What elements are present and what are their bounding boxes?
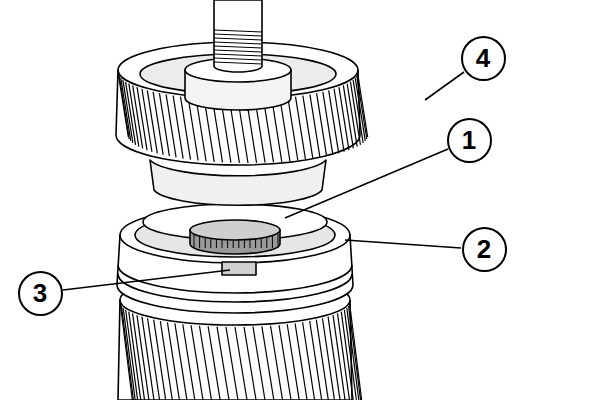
tooth-line [121,78,131,141]
tooth-line [296,97,306,160]
tooth-line [347,308,359,400]
tooth-line [175,323,187,400]
tooth-line [329,90,339,153]
callout-number: 4 [476,43,490,74]
tooth-line [322,318,334,400]
tooth-line [310,321,322,400]
tooth-line [343,85,353,148]
callout-circle: 3 [18,271,63,316]
tooth-line [328,317,340,400]
callout-circle: 4 [461,36,506,81]
thread-line [214,42,262,44]
tooth-line [147,90,157,153]
tooth-line [344,310,356,400]
callout-circle: 1 [447,118,492,163]
tooth-line [126,82,136,145]
sleeve-groove [118,274,352,302]
tooth-line [121,306,133,400]
callout-circle: 2 [462,227,507,272]
tooth-line [334,89,344,152]
synchro-ring [143,204,327,240]
slot-key [222,262,256,275]
thread-line [214,50,262,52]
tooth-line [159,93,169,156]
thread-line [214,58,262,60]
tooth-line [142,89,152,152]
thread-line [214,34,262,36]
callout-number: 2 [477,234,491,265]
thread-line [214,38,262,40]
tooth-line [303,322,315,400]
callout-number: 3 [33,278,47,309]
tooth-line [288,97,298,160]
leader-line [285,149,448,218]
tooth-line [339,87,349,150]
leader-lines [63,72,464,290]
spline-top [190,220,280,240]
thread-line [214,54,262,56]
spline-line [278,234,279,248]
tooth-line [167,322,179,400]
tooth-line [272,99,282,162]
tooth-line [148,318,160,400]
tooth-line [118,74,128,137]
tooth-line [160,321,172,400]
thread-line [214,30,262,32]
tooth-line [244,327,256,400]
tooth-line [333,315,345,400]
tooth-line [123,308,135,400]
tooth-line [153,92,163,155]
thread-line [214,46,262,48]
callout-number: 1 [462,125,476,156]
tooth-line [280,98,290,161]
tooth-line [355,78,365,141]
tooth-line [347,84,357,147]
leader-line [345,240,461,248]
spline-line [194,234,195,248]
tooth-line [120,304,132,400]
leader-line [63,270,230,290]
tooth-line [316,320,328,400]
tooth-line [142,317,154,400]
cone [150,160,326,205]
thread-line [214,62,262,64]
shaft-threads [214,30,262,64]
tooth-line [154,320,166,400]
tooth-line [235,327,247,400]
leader-line [425,72,464,100]
shaft [214,0,262,72]
